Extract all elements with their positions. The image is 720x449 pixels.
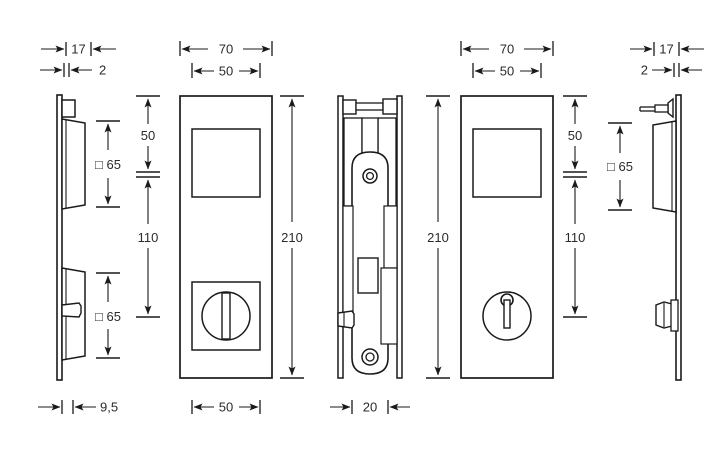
dimension-label-50-view4-top: 50 bbox=[500, 64, 514, 79]
dimension-label-210-view2-right: 210 bbox=[281, 230, 303, 245]
dimension-label-65-right: □ 65 bbox=[607, 159, 633, 174]
dimension-label-210-view3: 210 bbox=[427, 230, 449, 245]
dimension-110-view4-right: 110 bbox=[563, 176, 587, 318]
dimension-label-17-right: 17 bbox=[659, 42, 673, 57]
dimension-17-left: 17 bbox=[41, 42, 116, 57]
dimension-label-110-view2-left: 110 bbox=[138, 230, 159, 245]
side-view-geometry bbox=[56, 94, 86, 381]
dimension-label-50-view2-bottom: 50 bbox=[219, 400, 233, 415]
dimension-210-view2-right: 210 bbox=[280, 95, 304, 379]
dimension-50-view2-bottom: 50 bbox=[191, 400, 261, 415]
dimension-50-view2-top: 50 bbox=[191, 63, 261, 79]
dimension-70-view4: 70 bbox=[460, 41, 554, 57]
dimension-65-left-upper: □ 65 bbox=[95, 120, 121, 208]
dimension-label-2-left: 2 bbox=[99, 63, 106, 78]
dimension-17-right: 17 bbox=[630, 42, 704, 57]
view-left-side: 17 2 bbox=[38, 42, 121, 415]
dimension-50-view2-left: 50 bbox=[136, 95, 160, 173]
dimension-label-50-view2-left: 50 bbox=[141, 128, 155, 143]
dimension-70-view2: 70 bbox=[179, 41, 273, 57]
view-lock-body-section: 210 20 bbox=[330, 95, 450, 415]
view-right-side: 17 2 bbox=[607, 42, 704, 381]
dimension-50-view4-right: 50 bbox=[563, 95, 587, 173]
dimension-65-left-lower: □ 65 bbox=[95, 272, 121, 359]
dimension-50-view4-top: 50 bbox=[472, 63, 542, 79]
dimension-label-70-view2: 70 bbox=[219, 42, 233, 57]
dimension-65-right: □ 65 bbox=[607, 122, 633, 211]
dimension-95-left: 9,5 bbox=[38, 400, 118, 415]
lock-body-geometry bbox=[337, 95, 403, 379]
front-plate-keyhole-geometry bbox=[460, 95, 554, 379]
right-side-view-geometry bbox=[639, 94, 682, 381]
view-front-thumbturn: 70 50 bbox=[136, 41, 304, 415]
dimension-label-95-left: 9,5 bbox=[100, 400, 118, 415]
dimension-label-2-right: 2 bbox=[641, 63, 648, 78]
dimension-label-17-left: 17 bbox=[71, 42, 85, 57]
dimension-110-view2-left: 110 bbox=[136, 176, 160, 318]
dimension-label-70-view4: 70 bbox=[500, 42, 514, 57]
dimension-label-50-view2-top: 50 bbox=[219, 64, 233, 79]
view-front-keyhole: 70 50 bbox=[460, 41, 587, 379]
dimension-label-65-left-upper: □ 65 bbox=[95, 157, 121, 172]
dimension-label-20-view3: 20 bbox=[363, 400, 377, 415]
dimension-label-110-view4-right: 110 bbox=[565, 230, 586, 245]
front-plate-thumbturn-geometry bbox=[179, 95, 273, 379]
dimension-2-right: 2 bbox=[641, 63, 702, 78]
dimension-label-50-view4-right: 50 bbox=[568, 128, 582, 143]
dimension-210-view3: 210 bbox=[426, 95, 450, 379]
dimension-label-65-left-lower: □ 65 bbox=[95, 309, 121, 324]
dimension-2-left: 2 bbox=[40, 63, 106, 78]
dimension-20-view3: 20 bbox=[330, 400, 410, 415]
